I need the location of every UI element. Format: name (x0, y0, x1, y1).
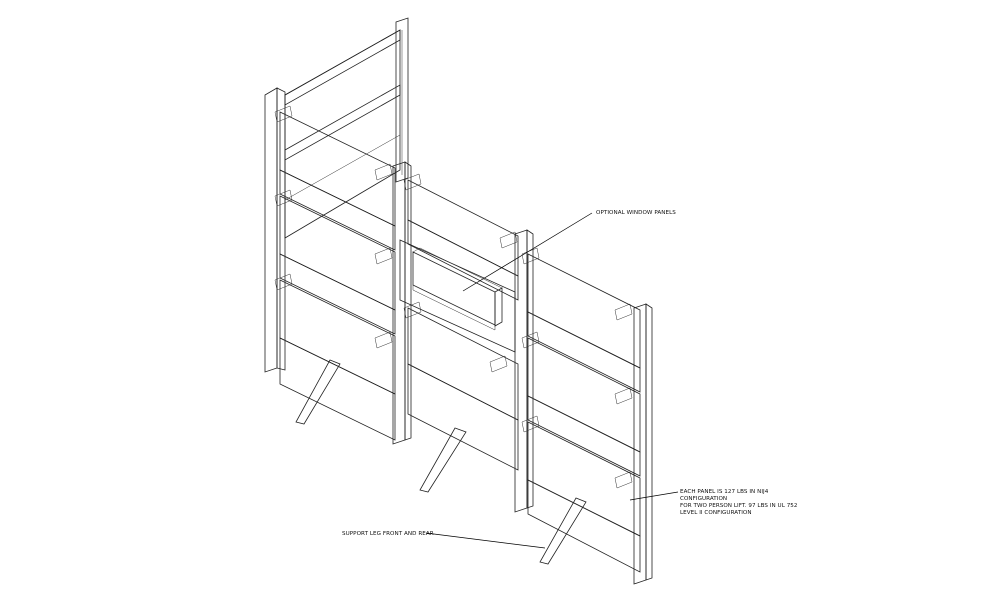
rear-corner-post (395, 17, 409, 183)
support-leg (419, 427, 467, 493)
support-callout-label: SUPPORT LEG FRONT AND REAR (342, 531, 434, 537)
window-leader-line (462, 212, 593, 292)
panel (279, 337, 396, 441)
return-wall-panel-top (284, 29, 401, 106)
panel-callout-line-1: EACH PANEL IS 127 LBS IN NIJ4 (680, 489, 769, 495)
panel (527, 421, 641, 537)
panel (407, 219, 519, 301)
wall-section-left (274, 105, 396, 441)
wall-section-right (521, 247, 641, 573)
window-glass (412, 251, 496, 326)
panel (407, 363, 519, 471)
right-end-post (633, 303, 653, 585)
panel (527, 395, 641, 477)
panel (527, 311, 641, 393)
support-legs (295, 359, 587, 565)
left-corner-post (264, 87, 286, 373)
middle-post-right (514, 229, 534, 513)
support-leg (295, 359, 341, 425)
optional-window-panel (399, 239, 516, 353)
panel-callout-line-3: FOR TWO PERSON LIFT. 97 LBS IN UL 752 (680, 503, 798, 509)
panel (527, 479, 641, 573)
panel-callout-line-2: CONFIGURATION (680, 496, 727, 502)
support-leg (539, 497, 587, 565)
support-leader-line (425, 532, 546, 549)
panel (279, 253, 396, 335)
panel (407, 307, 519, 421)
panel (527, 253, 641, 369)
panel (279, 169, 396, 251)
wall-section-center (403, 173, 519, 471)
middle-post-left (392, 161, 412, 445)
panel-callout-line-4: LEVEL II CONFIGURATION (680, 510, 752, 516)
panel-leader-line (629, 491, 679, 501)
panel (527, 337, 641, 453)
window-callout-label: OPTIONAL WINDOW PANELS (596, 210, 676, 216)
